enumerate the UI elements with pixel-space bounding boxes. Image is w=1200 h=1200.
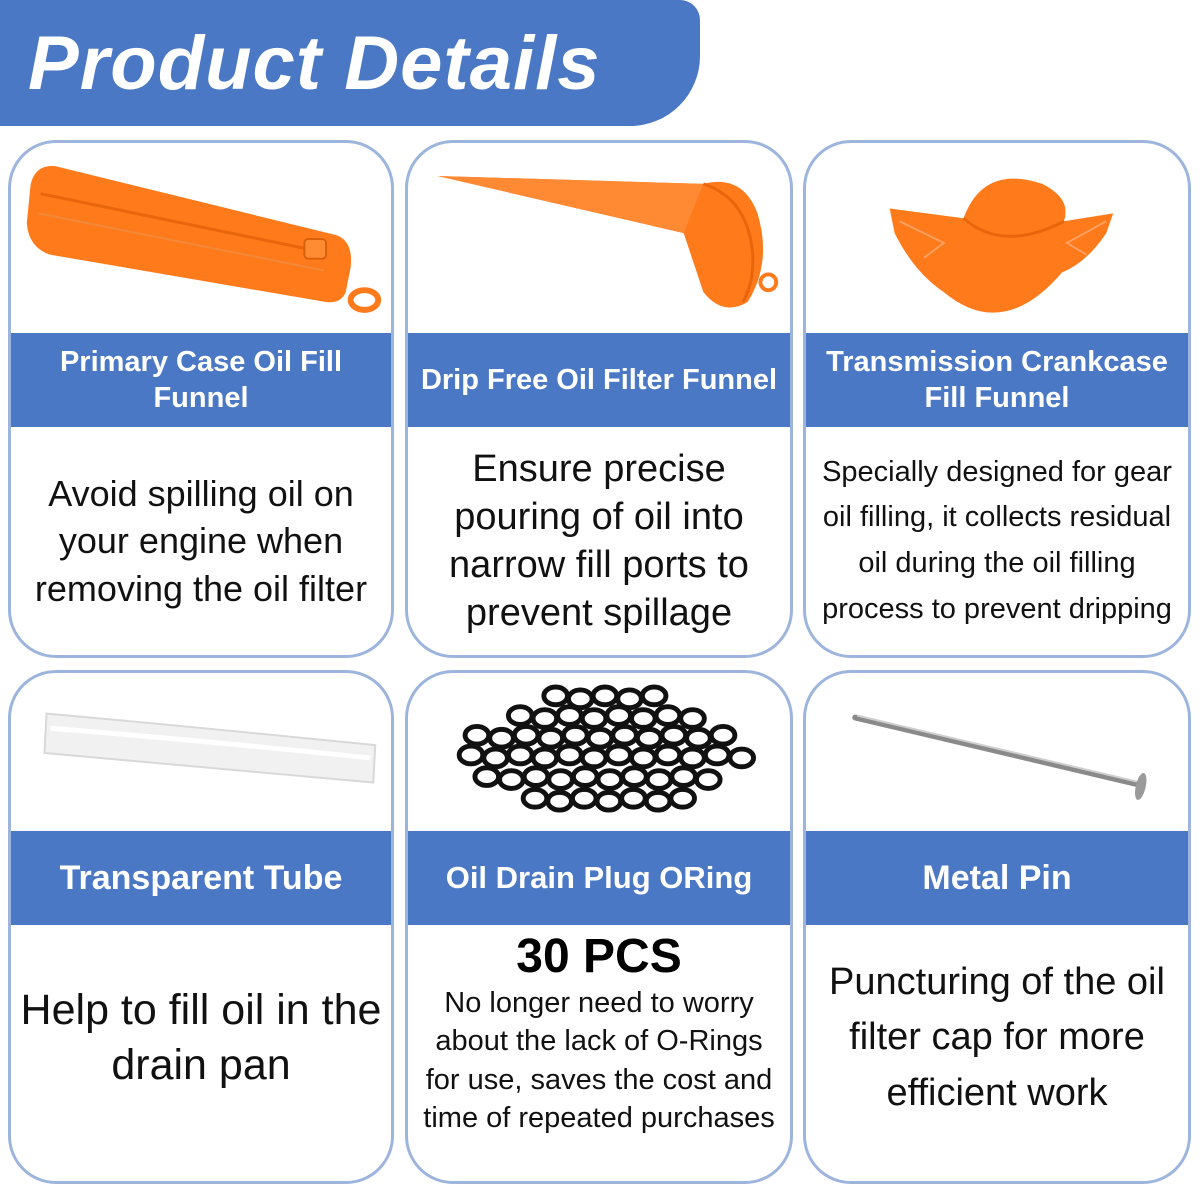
o-ring-icon: [481, 746, 510, 770]
o-ring-icon: [505, 743, 535, 767]
o-ring-icon: [708, 723, 738, 747]
primary-funnel-image: [11, 143, 391, 333]
o-ring-icon: [659, 723, 689, 747]
o-ring-icon: [620, 765, 649, 788]
o-ring-icon: [604, 743, 633, 767]
transparent-tube-image: [11, 673, 391, 831]
o-ring-icon: [629, 707, 658, 730]
o-ring-icon: [511, 723, 541, 747]
o-ring-icon: [684, 726, 713, 750]
o-ring-icon: [595, 768, 625, 791]
card-title: Oil Drain Plug ORing: [445, 859, 753, 895]
o-ring-icon: [610, 723, 639, 747]
o-ring-icon: [462, 723, 492, 747]
o-ring-icon: [555, 743, 584, 767]
card-title: Transparent Tube: [59, 858, 343, 897]
o-ring-icon: [678, 707, 707, 730]
card-title-band: Transmission Crankcase Fill Funnel: [806, 333, 1188, 427]
o-ring-icon: [555, 704, 584, 727]
card-title-band: Transparent Tube: [11, 831, 391, 925]
o-ring-icon: [590, 684, 620, 708]
card-description-text: Puncturing of the oil filter cap for mor…: [829, 961, 1165, 1114]
o-ring-icon: [579, 707, 609, 730]
card-description-text: No longer need to worry about the lack o…: [423, 986, 775, 1135]
o-ring-icon: [644, 768, 674, 791]
o-ring-icon: [669, 765, 698, 788]
card-title: Metal Pin: [922, 858, 1072, 897]
o-ring-icon: [678, 746, 707, 770]
product-card-crankcase-funnel: Transmission Crankcase Fill Funnel Speci…: [803, 140, 1191, 658]
product-card-o-rings: Oil Drain Plug ORing 30 PCS No longer ne…: [405, 670, 793, 1184]
o-ring-icon: [505, 704, 535, 727]
o-ring-icon: [561, 723, 590, 747]
card-description-text: Specially designed for gear oil filling,…: [822, 455, 1172, 625]
card-title-band: Metal Pin: [806, 831, 1188, 925]
product-card-drip-free-funnel: Drip Free Oil Filter Funnel Ensure preci…: [405, 140, 793, 658]
o-ring-icon: [520, 786, 550, 810]
card-description: Specially designed for gear oil filling,…: [806, 427, 1188, 655]
o-ring-icon: [668, 786, 697, 810]
o-ring-icon: [653, 743, 683, 767]
o-ring-icon: [594, 789, 624, 813]
o-ring-icon: [546, 768, 575, 791]
o-rings-image: [408, 673, 790, 831]
card-description-text: Help to fill oil in the drain pan: [20, 986, 382, 1089]
o-ring-icon: [530, 707, 560, 730]
card-description: Puncturing of the oil filter cap for mor…: [806, 925, 1188, 1181]
piece-count: 30 PCS: [516, 930, 682, 983]
o-ring-icon: [472, 765, 502, 788]
o-ring-icon: [639, 684, 669, 708]
o-ring-icon: [629, 746, 658, 770]
card-title-band: Primary Case Oil Fill Funnel: [11, 333, 391, 427]
product-card-metal-pin: Metal Pin Puncturing of the oil filter c…: [803, 670, 1191, 1184]
card-title-band: Drip Free Oil Filter Funnel: [408, 333, 790, 427]
card-title: Primary Case Oil Fill Funnel: [59, 345, 343, 414]
card-title: Transmission Crankcase Fill Funnel: [826, 345, 1168, 414]
o-ring-icon: [653, 704, 683, 727]
product-card-primary-funnel: Primary Case Oil Fill Funnel Avoid spill…: [8, 140, 394, 658]
o-ring-icon: [643, 789, 673, 813]
card-description: 30 PCS No longer need to worry about the…: [408, 925, 790, 1181]
card-description-text: Ensure precise pouring of oil into narro…: [449, 447, 749, 635]
o-ring-icon: [497, 768, 526, 791]
card-title-band: Oil Drain Plug ORing: [408, 831, 790, 925]
o-ring-icon: [694, 768, 723, 791]
o-ring-icon: [702, 743, 732, 767]
o-ring-icon: [530, 746, 560, 770]
drip-free-funnel-image: [408, 143, 790, 333]
card-description: Avoid spilling oil on your engine when r…: [11, 427, 391, 655]
card-description-text: Avoid spilling oil on your engine when r…: [34, 472, 368, 609]
o-ring-icon: [619, 786, 648, 810]
page-title: Product Details: [28, 21, 601, 106]
metal-pin-image: [806, 673, 1188, 831]
o-ring-icon: [545, 789, 574, 813]
o-ring-icon: [570, 765, 600, 788]
o-ring-icon: [585, 726, 615, 750]
crankcase-funnel-image: [806, 143, 1188, 333]
o-ring-icon: [569, 786, 599, 810]
card-description: Ensure precise pouring of oil into narro…: [408, 427, 790, 655]
product-card-transparent-tube: Transparent Tube Help to fill oil in the…: [8, 670, 394, 1184]
o-ring-icon: [536, 726, 566, 750]
o-ring-icon: [604, 704, 633, 727]
o-ring-icon: [727, 746, 757, 770]
card-description: Help to fill oil in the drain pan: [11, 925, 391, 1181]
card-title: Drip Free Oil Filter Funnel: [420, 363, 778, 396]
o-ring-icon: [487, 726, 516, 750]
o-ring-icon: [456, 743, 486, 767]
o-ring-icon: [579, 746, 609, 770]
o-ring-icon: [541, 684, 570, 708]
o-ring-icon: [521, 765, 551, 788]
header-banner: Product Details: [0, 0, 700, 126]
o-ring-icon: [634, 726, 664, 750]
